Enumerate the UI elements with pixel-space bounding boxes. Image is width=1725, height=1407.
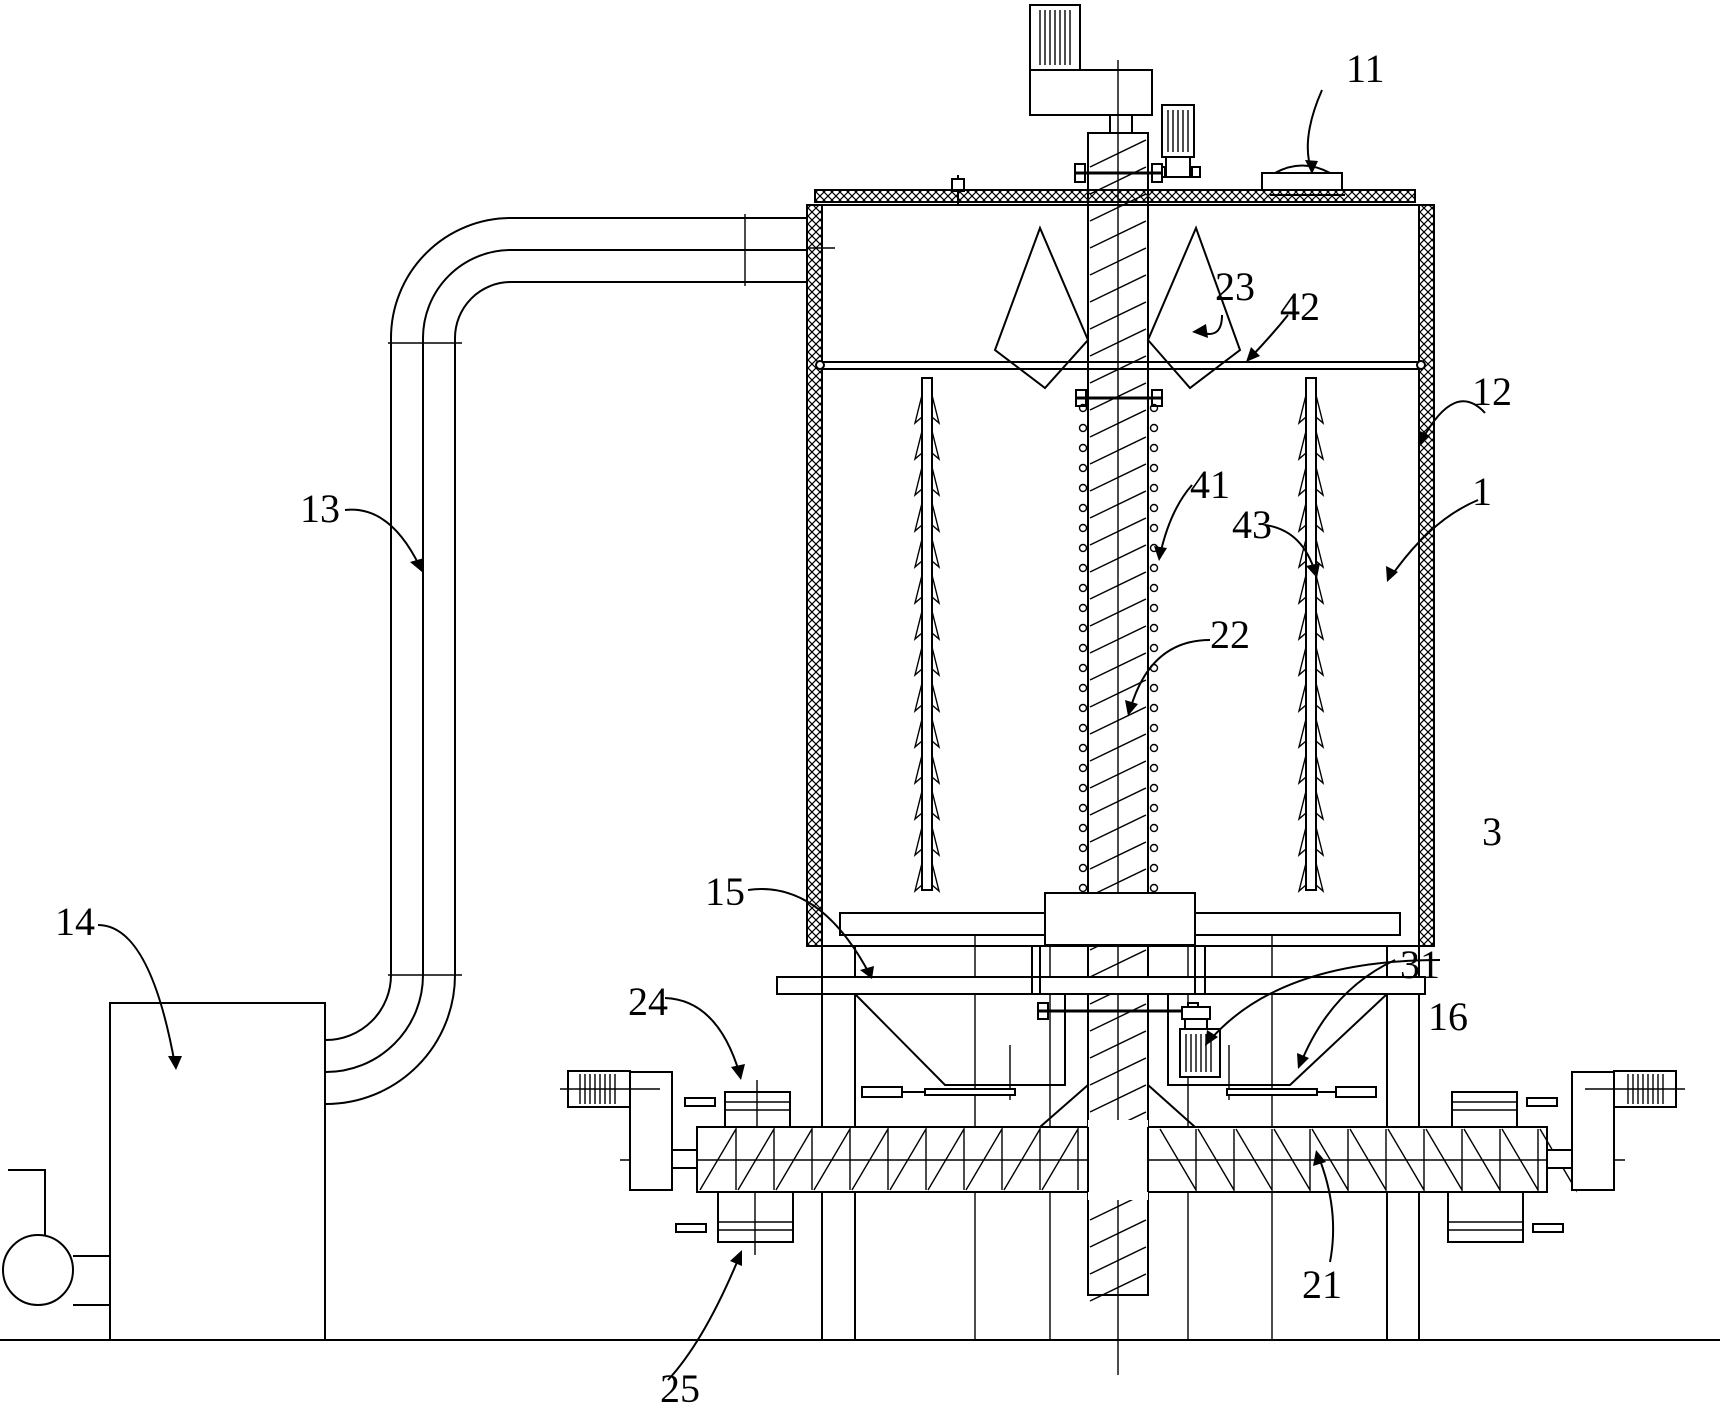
label-21: 21 bbox=[1302, 1262, 1342, 1307]
leader-lines bbox=[97, 89, 1486, 1381]
label-3: 3 bbox=[1482, 809, 1502, 854]
lid-motor bbox=[1155, 104, 1201, 178]
tank-body bbox=[806, 189, 1435, 947]
label-23: 23 bbox=[1215, 264, 1255, 309]
label-13: 13 bbox=[300, 486, 340, 531]
label-31: 31 bbox=[1400, 942, 1440, 987]
heating-coil bbox=[1078, 403, 1159, 893]
label-22: 22 bbox=[1210, 612, 1250, 657]
insulation-left-wall bbox=[806, 204, 823, 947]
insulation-right-wall bbox=[1418, 204, 1435, 947]
right-drive-unit bbox=[1447, 1070, 1685, 1243]
label-25: 25 bbox=[660, 1366, 700, 1407]
label-16: 16 bbox=[1428, 994, 1468, 1039]
lid-fitting bbox=[940, 164, 1345, 205]
stirring-paddles bbox=[913, 377, 1325, 893]
fan bbox=[2, 1234, 74, 1306]
label-15: 15 bbox=[705, 869, 745, 914]
label-42: 42 bbox=[1280, 284, 1320, 329]
insulated-lid bbox=[814, 189, 1416, 203]
callout-labels: 11 12 1 13 14 15 16 31 3 24 25 21 22 23 … bbox=[55, 46, 1512, 1407]
air-duct bbox=[321, 214, 835, 1108]
drive-motor bbox=[1179, 1006, 1221, 1078]
top-motor bbox=[1029, 4, 1153, 134]
label-24: 24 bbox=[628, 979, 668, 1024]
spray-ring bbox=[815, 360, 1426, 370]
label-41: 41 bbox=[1190, 462, 1230, 507]
label-1: 1 bbox=[1472, 469, 1492, 514]
label-14: 14 bbox=[55, 899, 95, 944]
bottom-tray bbox=[839, 892, 1401, 946]
label-12: 12 bbox=[1472, 369, 1512, 414]
distributor-cone bbox=[993, 225, 1242, 390]
dust-collector bbox=[2, 1002, 326, 1341]
left-drive-unit bbox=[560, 1070, 794, 1255]
gearbox bbox=[1029, 69, 1153, 116]
label-43: 43 bbox=[1232, 502, 1272, 547]
label-11: 11 bbox=[1346, 46, 1385, 91]
horizontal-screw-conveyor bbox=[620, 1084, 1625, 1200]
